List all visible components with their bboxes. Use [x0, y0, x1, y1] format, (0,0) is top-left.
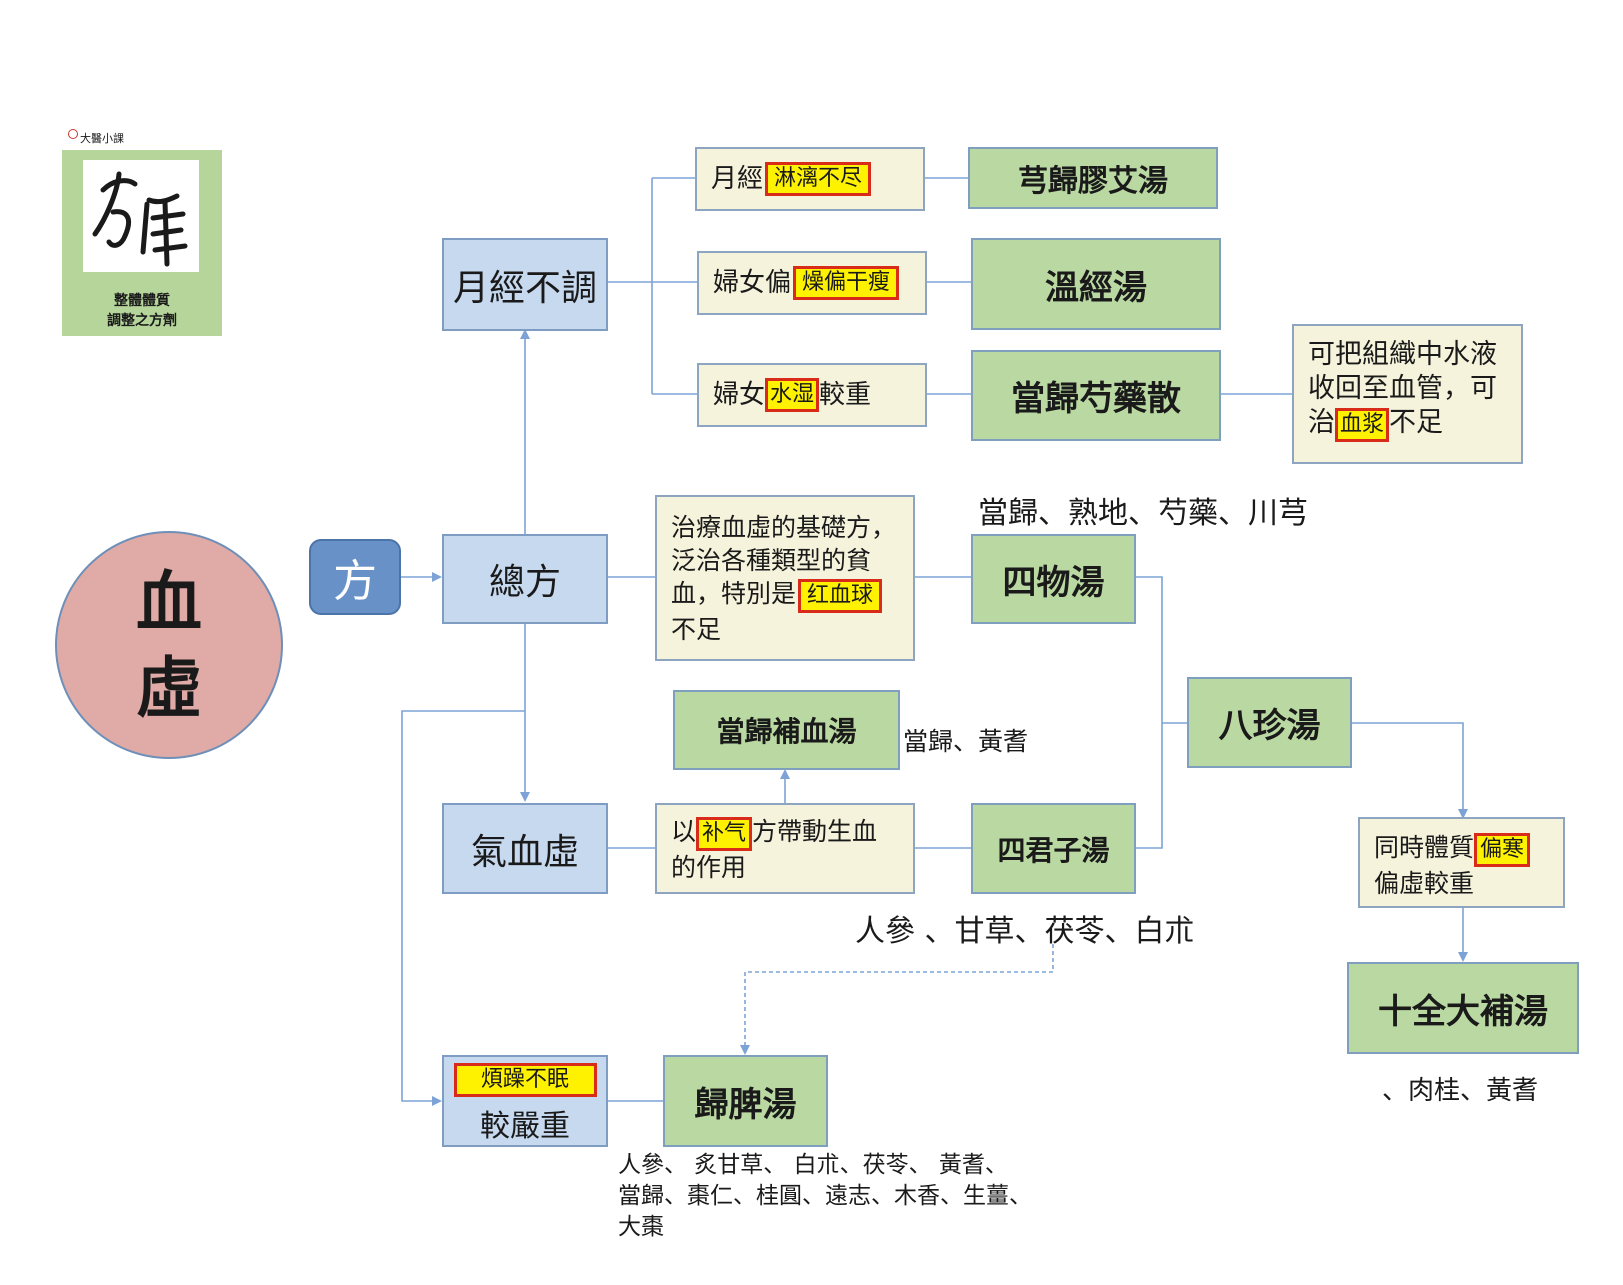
formula-si-wu: 四物湯	[971, 534, 1136, 624]
dang-gui-bu-xue-ingredients: 當歸、黃耆	[903, 727, 1029, 756]
cold-line-2: 偏虛較重	[1374, 869, 1475, 898]
cold-prefix: 同時體質	[1374, 833, 1475, 862]
cold-highlight: 偏寒	[1474, 833, 1531, 867]
cold-line-1: 同時體質偏寒	[1374, 831, 1563, 867]
buqi-note: 以补气方帶動生血 的作用	[655, 803, 915, 894]
condition-damp-prefix: 婦女	[713, 380, 766, 410]
formula-xiong-gui-jiao-ai: 芎歸膠艾湯	[968, 147, 1218, 209]
blood-deficiency-circle: 血 虛	[55, 531, 283, 759]
severe-label: 較嚴重	[480, 1109, 570, 1144]
damp-highlight: 水湿	[765, 378, 820, 412]
basic-line-2: 泛治各種類型的貧	[671, 546, 872, 575]
plasma-line-1: 可把組織中水液	[1308, 339, 1497, 370]
basic-prefix: 血，特別是	[671, 579, 797, 608]
buqi-highlight: 补气	[696, 817, 753, 851]
gui-pi-ingredients-line-2: 當歸、棗仁、桂圓、遠志、木香、生薑、	[618, 1183, 1032, 1209]
plasma-note: 可把組織中水液 收回至血管，可 治血浆不足	[1292, 324, 1523, 464]
qi-blood-deficiency-node: 氣血虛	[442, 803, 608, 894]
prescription-label: 方	[309, 539, 401, 615]
logo-line-1: 整體體質	[114, 293, 170, 309]
insomnia-highlight: 煩躁不眠	[453, 1063, 597, 1097]
center-char-1: 血	[136, 563, 202, 641]
calligraphy-mark	[83, 160, 199, 272]
condition-damp: 婦女 水湿 較重	[697, 363, 927, 427]
condition-damp-suffix: 較重	[819, 380, 872, 410]
general-formula-node: 總方	[442, 534, 608, 624]
basic-line-4: 不足	[671, 615, 722, 644]
red-blood-cell-highlight: 红血球	[798, 579, 883, 613]
plasma-prefix: 治	[1308, 407, 1335, 438]
plasma-highlight: 血浆	[1335, 408, 1390, 442]
cold-constitution-note: 同時體質偏寒 偏虛較重	[1358, 817, 1565, 908]
logo-panel: 整體體質 調整之方劑	[62, 150, 222, 336]
lingering-highlight: 淋漓不尽	[765, 162, 872, 196]
plasma-line-2: 收回至血管，可	[1308, 373, 1497, 404]
basic-line-1: 治療血虛的基礎方，	[671, 513, 897, 542]
formula-ba-zhen: 八珍湯	[1187, 677, 1352, 768]
gui-pi-ingredients-line-1: 人參、 炙甘草、 白朮、茯苓、 黃耆、	[618, 1152, 1008, 1178]
condition-lingering: 月經 淋漓不尽	[695, 147, 925, 211]
basic-line-3: 血，特別是红血球	[671, 577, 913, 613]
dry-thin-highlight: 燥偏干瘦	[793, 266, 900, 300]
condition-dry-thin: 婦女偏 燥偏干瘦	[697, 251, 927, 315]
seal-icon	[68, 129, 78, 139]
logo-line-2: 調整之方劑	[107, 313, 177, 329]
buqi-line-2: 的作用	[671, 853, 747, 882]
shi-quan-ingredients: 、肉桂、黃耆	[1382, 1076, 1539, 1106]
condition-lingering-prefix: 月經	[711, 164, 764, 194]
formula-gui-pi: 歸脾湯	[663, 1055, 828, 1147]
buqi-suffix: 方帶動生血	[752, 817, 878, 846]
si-jun-zi-ingredients: 人參 、甘草、茯苓、白朮	[855, 914, 1195, 949]
condition-dry-prefix: 婦女偏	[713, 268, 792, 298]
logo-caption: 大醫小課	[80, 132, 124, 145]
formula-dang-gui-bu-xue: 當歸補血湯	[673, 690, 900, 770]
buqi-prefix: 以	[671, 817, 697, 846]
severe-node: 煩躁不眠 較嚴重	[442, 1055, 608, 1147]
plasma-line-3: 治血浆不足	[1308, 406, 1521, 442]
center-char-2: 虛	[136, 649, 202, 727]
formula-shi-quan-da-bu: 十全大補湯	[1347, 962, 1579, 1054]
buqi-line-1: 以补气方帶動生血	[671, 815, 913, 851]
menstrual-disorder-node: 月經不調	[442, 238, 608, 331]
basic-formula-note: 治療血虛的基礎方， 泛治各種類型的貧 血，特別是红血球 不足	[655, 495, 915, 661]
plasma-suffix: 不足	[1389, 407, 1444, 438]
formula-si-jun-zi: 四君子湯	[971, 803, 1136, 894]
formula-dang-gui-shao-yao: 當歸芍藥散	[971, 350, 1221, 441]
siwu-ingredients: 當歸、熟地、芍藥、川芎	[978, 496, 1308, 531]
formula-wen-jing: 溫經湯	[971, 238, 1221, 330]
gui-pi-ingredients-line-3: 大棗	[618, 1214, 664, 1240]
